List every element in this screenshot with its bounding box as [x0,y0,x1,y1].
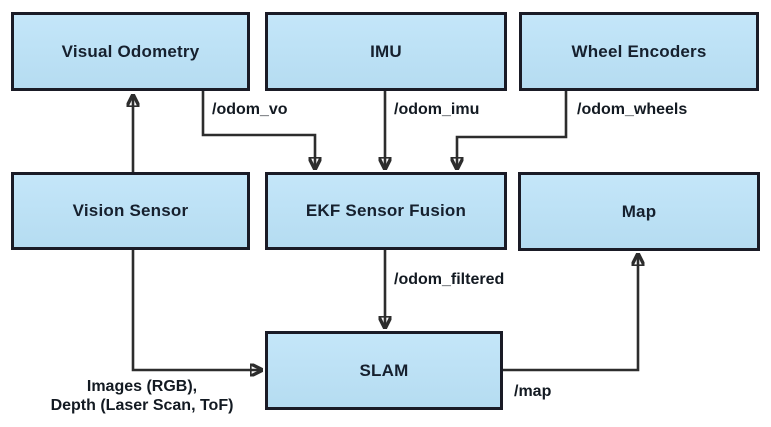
node-map-label: Map [621,201,657,221]
node-ekf-sensor-fusion: EKF Sensor Fusion [265,172,507,250]
node-ekf-sensor-fusion-label: EKF Sensor Fusion [305,201,467,220]
node-visual-odometry: Visual Odometry [11,12,250,91]
node-wheel-encoders: Wheel Encoders [519,12,759,91]
node-imu-label: IMU [370,41,402,61]
node-map: Map [518,172,760,251]
edge-label-odom-vo: /odom_vo [212,101,288,118]
edge-vision-sensor-to-slam [131,250,261,370]
edge-label-map: /map [514,383,552,400]
node-slam: SLAM [265,331,503,410]
node-visual-odometry-label: Visual Odometry [61,41,200,61]
edge-wheel-encoders-to-ekf [457,91,568,168]
edge-label-odom-filtered: /odom_filtered [394,271,505,288]
edge-label-odom-wheels: /odom_wheels [577,101,688,118]
node-imu: IMU [265,12,507,91]
edge-label-images-line1: Images (RGB), [86,378,198,395]
node-slam-label: SLAM [359,360,409,380]
edge-visual-odometry-to-ekf [201,91,315,168]
node-wheel-encoders-label: Wheel Encoders [571,41,707,61]
edge-label-images-line2: Depth (Laser Scan, ToF) [50,397,234,414]
edge-label-images-depth: Images (RGB), Depth (Laser Scan, ToF) [22,377,262,415]
node-vision-sensor-label: Vision Sensor [72,201,189,220]
edge-slam-to-map [503,255,638,372]
node-vision-sensor: Vision Sensor [11,172,250,250]
edge-label-odom-imu: /odom_imu [394,101,480,118]
